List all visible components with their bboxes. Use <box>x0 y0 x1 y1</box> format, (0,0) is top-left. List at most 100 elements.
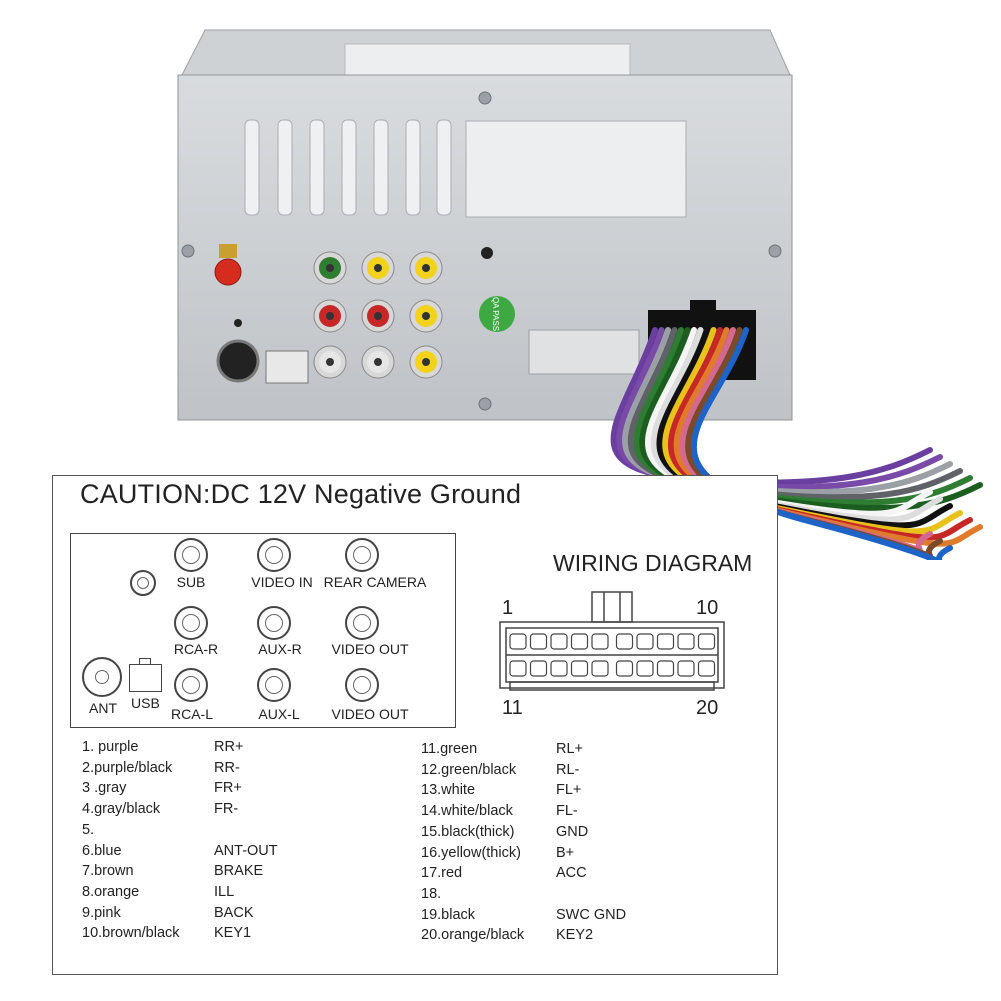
rca-jack <box>313 299 347 333</box>
connector-pinout-diagram <box>499 591 725 691</box>
pin-cell <box>570 633 589 650</box>
wire-color: 11.green <box>421 741 478 757</box>
vent-window <box>465 120 687 218</box>
jack-video-out-1-icon <box>345 606 379 640</box>
jack-rear-camera-label: REAR CAMERA <box>323 574 427 590</box>
wire-function: FL- <box>556 803 578 820</box>
pin-cell <box>591 633 609 650</box>
wire-function: RR- <box>214 759 240 776</box>
bracket-plate <box>528 329 640 375</box>
pin-cell <box>656 633 675 650</box>
jack-aux-r-icon <box>257 606 291 640</box>
pin-20-label: 20 <box>696 697 719 719</box>
wire-color: 7.brown <box>82 863 134 880</box>
pin-cell <box>591 660 609 677</box>
rca-jacks <box>313 251 443 379</box>
jack-rca-l-label: RCA-L <box>170 706 214 722</box>
wire-color: 17.red <box>421 865 463 882</box>
rca-jack <box>361 345 395 379</box>
wire-function: FR+ <box>214 780 242 797</box>
wiring-diagram-title: WIRING DIAGRAM <box>553 550 753 576</box>
jack-rca-l-icon <box>174 668 208 702</box>
wire-color: 20.orange/black <box>421 927 525 944</box>
rca-jack <box>409 299 443 333</box>
wire-function: KEY2 <box>556 927 594 944</box>
pin-11-label: 11 <box>502 697 523 719</box>
rca-jack <box>409 251 443 285</box>
wire-color: 5. <box>82 821 95 838</box>
wire-color: 1. purple <box>82 739 139 755</box>
jack-video-out-2-label: VIDEO OUT <box>331 706 409 722</box>
wire-color: 16.yellow(thick) <box>421 844 521 861</box>
fuse-post <box>214 244 242 286</box>
wire-function: SWC GND <box>556 906 627 923</box>
rca-jack <box>409 345 443 379</box>
pin-cell <box>570 660 589 677</box>
wire-function: GND <box>556 823 589 840</box>
rca-jack <box>313 251 347 285</box>
pin-cell <box>615 633 634 650</box>
wire-color: 10.brown/black <box>82 925 180 942</box>
pin-cell <box>636 660 654 677</box>
svg-text:QA PASS: QA PASS <box>491 297 500 331</box>
jack-video-in-label: VIDEO IN <box>251 574 313 590</box>
pin-cell <box>529 660 548 677</box>
wire-function: RL- <box>556 761 580 778</box>
jack-panel <box>70 533 456 728</box>
ant-label: ANT <box>89 700 117 716</box>
wire-function: BACK <box>214 904 254 921</box>
jack-aux-l-label: AUX-L <box>258 706 300 722</box>
wire-color: 9.pink <box>82 904 121 921</box>
jack-aux-l-icon <box>257 668 291 702</box>
small-round-icon <box>130 570 156 596</box>
pin-cell <box>656 660 675 677</box>
wire-function: FL+ <box>556 782 582 799</box>
wire-color: 2.purple/black <box>82 759 173 776</box>
rca-jack <box>313 345 347 379</box>
pin-cell <box>550 633 568 650</box>
antenna-socket <box>216 339 260 383</box>
pin-cell <box>615 660 634 677</box>
wire-color: 4.gray/black <box>82 801 161 818</box>
wire-function: FR- <box>214 801 239 818</box>
jack-video-out-2-icon <box>345 668 379 702</box>
jack-sub-label: SUB <box>176 574 206 590</box>
wire-function: KEY1 <box>214 925 252 942</box>
usb-port-icon <box>129 658 162 692</box>
pin-cell <box>529 633 548 650</box>
wire-color: 18. <box>421 885 442 902</box>
pin-1-label: 1 <box>502 597 514 619</box>
wiring-card <box>52 475 778 975</box>
pin-cell <box>677 660 695 677</box>
wire-function: RL+ <box>556 741 584 757</box>
wire-function: ANT-OUT <box>214 842 278 859</box>
wire-color: 13.white <box>421 782 476 799</box>
rca-jack <box>361 299 395 333</box>
wire-color: 3 .gray <box>82 780 127 797</box>
jack-video-in-icon <box>257 538 291 572</box>
rca-jack <box>361 251 395 285</box>
pin-cell <box>636 633 654 650</box>
jack-aux-r-label: AUX-R <box>258 641 302 657</box>
wire-function: ACC <box>556 865 587 882</box>
pin-cell <box>697 633 716 650</box>
ant-jack-icon <box>82 657 122 697</box>
wire-color: 14.white/black <box>421 803 513 820</box>
wire-color: 15.black(thick) <box>421 823 515 840</box>
jack-sub-icon <box>174 538 208 572</box>
wire-color: 6.blue <box>82 842 122 859</box>
usb-label: USB <box>131 695 160 711</box>
wire-function: ILL <box>214 883 235 900</box>
usb-port <box>265 350 309 384</box>
pin-cell <box>697 660 716 677</box>
jack-rca-r-label: RCA-R <box>173 641 219 657</box>
jack-video-out-1-label: VIDEO OUT <box>331 641 409 657</box>
wire-color: 12.green/black <box>421 761 517 778</box>
jack-rca-r-icon <box>174 606 208 640</box>
wire-color: 8.orange <box>82 883 140 900</box>
jack-rear-camera-icon <box>345 538 379 572</box>
pin-cell <box>509 660 527 677</box>
pin-10-label: 10 <box>696 597 719 619</box>
wire <box>690 327 953 560</box>
top-sticker <box>344 43 631 79</box>
